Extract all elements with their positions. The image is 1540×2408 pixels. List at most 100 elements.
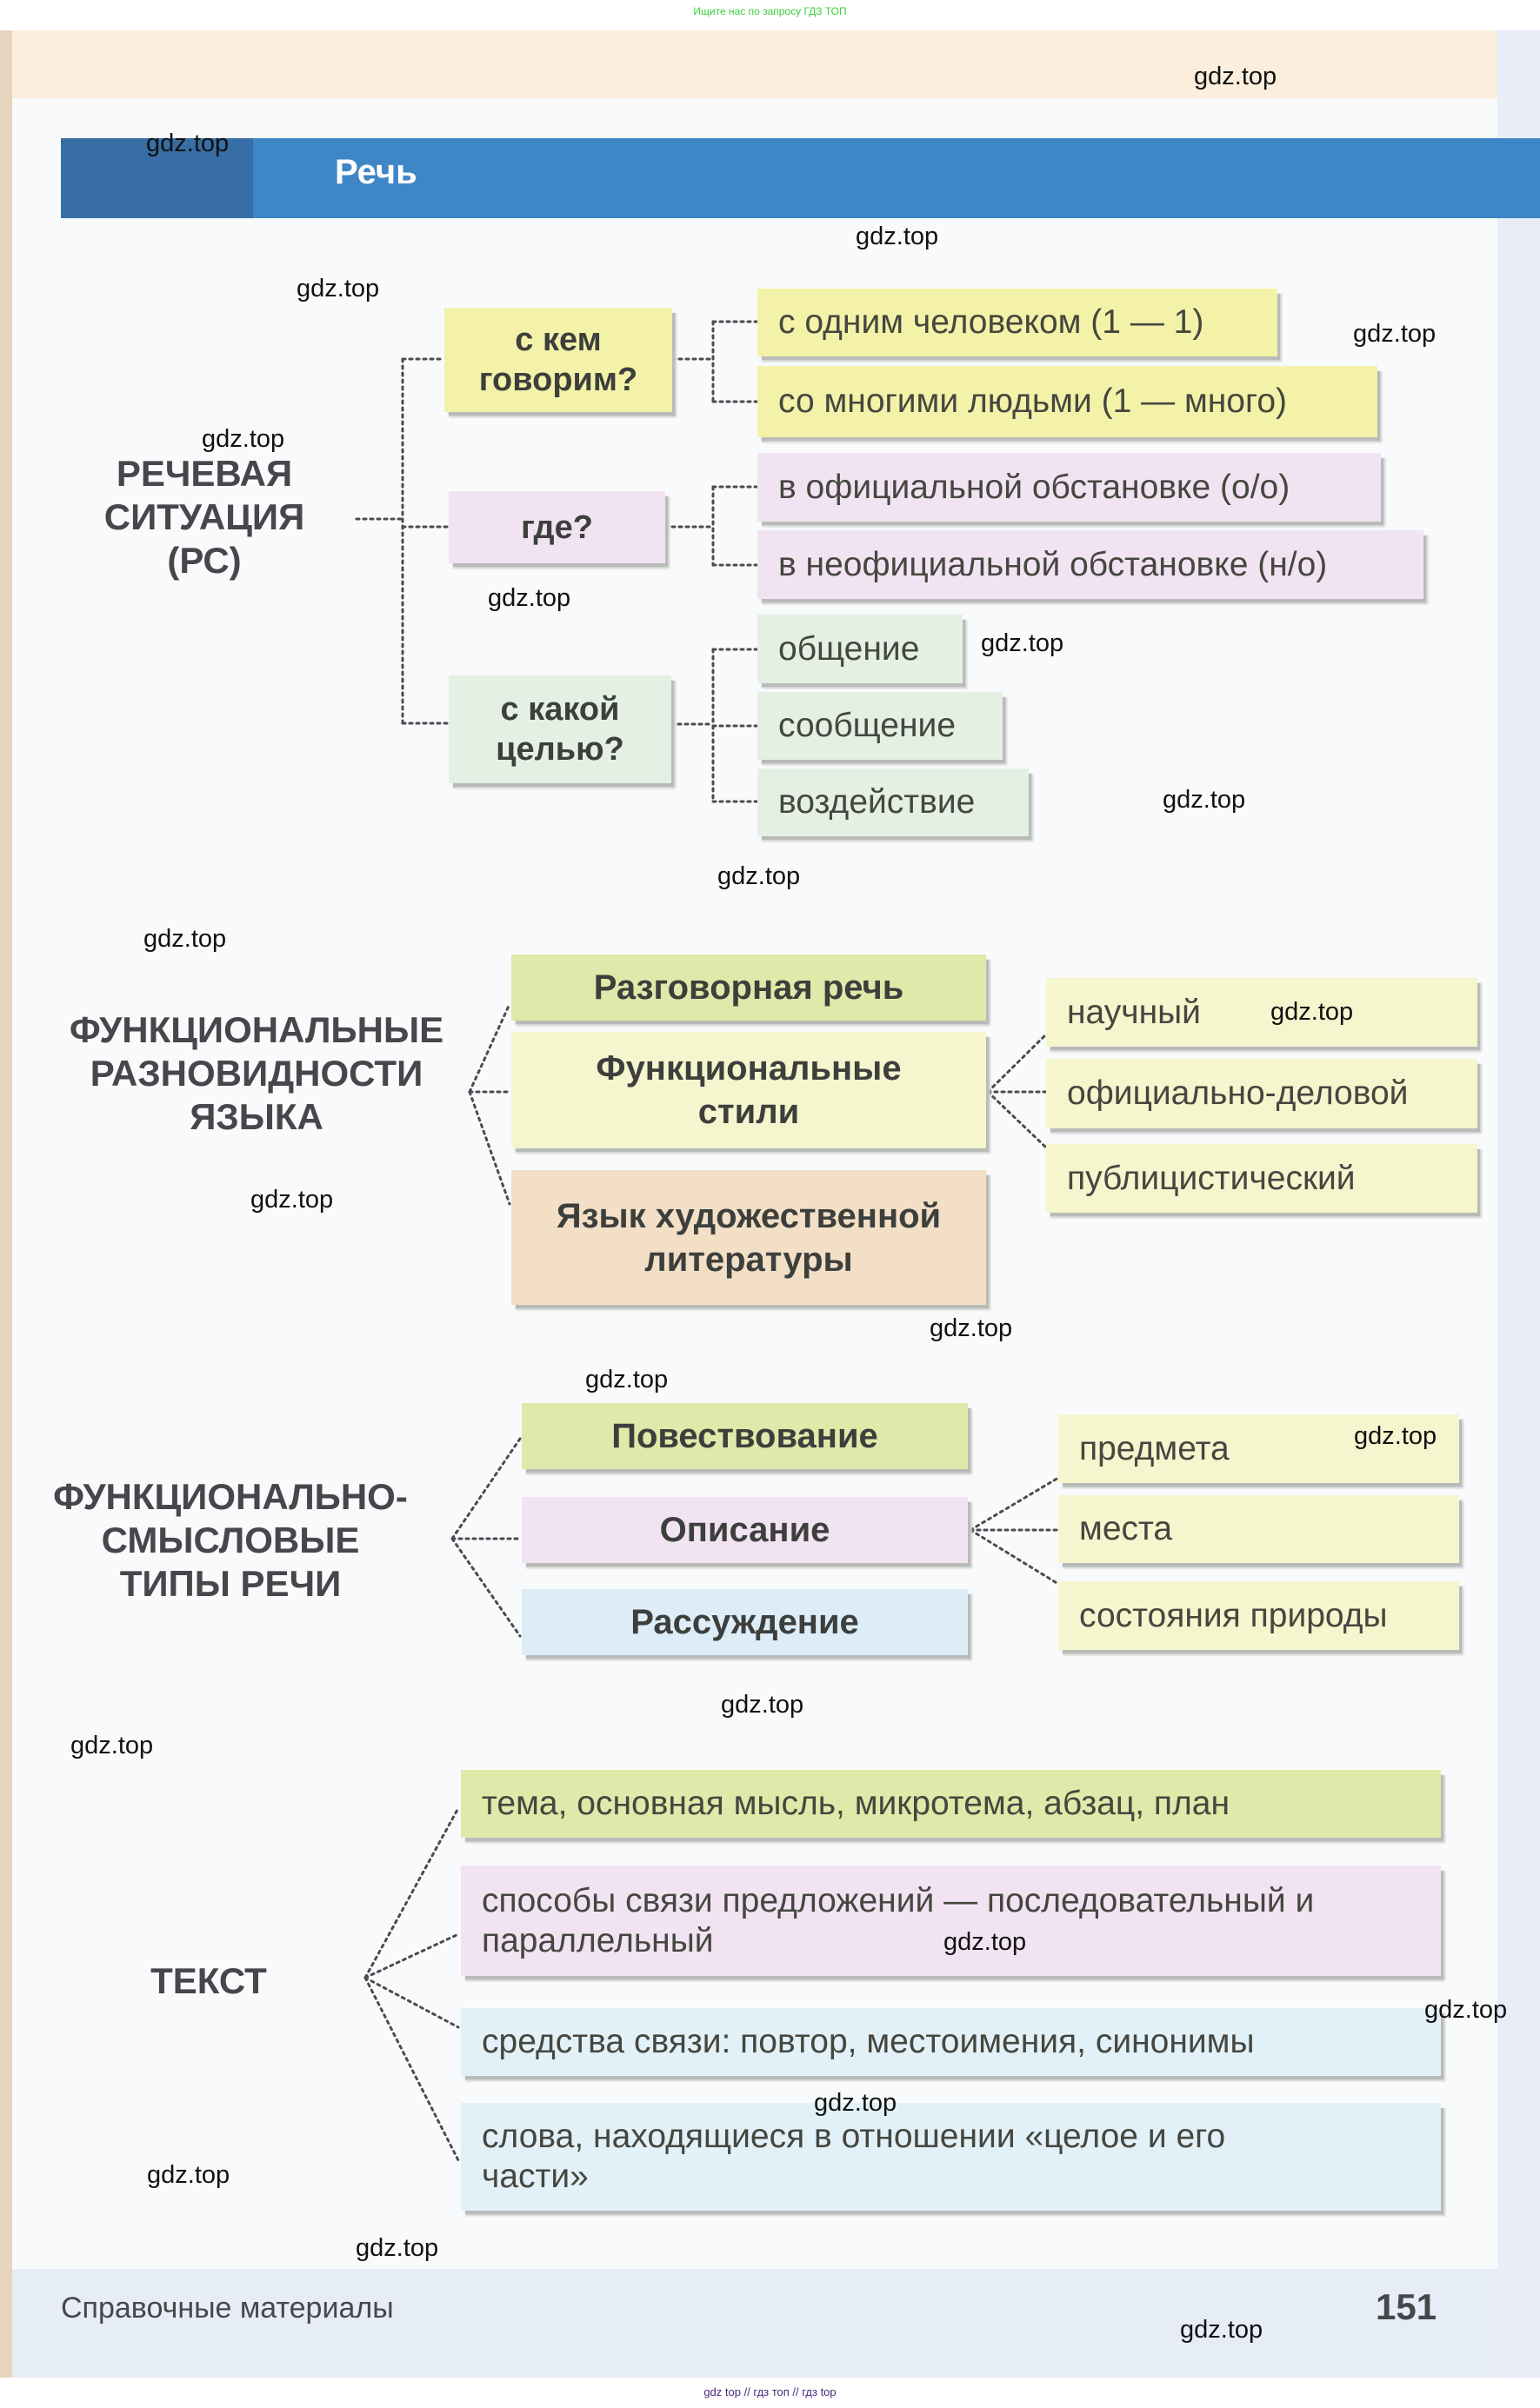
variety-colloquial: Разговорная речь <box>511 955 986 1021</box>
title-line: ТИПЫ РЕЧИ <box>119 1563 342 1604</box>
bottom-banner-note: gdz top // гдз топ // гдз top <box>703 2385 837 2398</box>
watermark: gdz.top <box>981 629 1064 657</box>
text-item-content: тема, основная мысль, микротема, абзац, … <box>482 1785 1230 1822</box>
speech-situation-title: РЕЧЕВАЯ СИТУАЦИЯ (РС) <box>61 452 348 582</box>
section-header-title: Речь <box>335 153 417 191</box>
question-line: с кем <box>515 322 602 358</box>
answer-official-setting: в официальной обстановке (о/о) <box>757 453 1381 522</box>
watermark: gdz.top <box>943 1928 1027 1956</box>
description-text: предмета <box>1079 1429 1230 1467</box>
variety-label: Язык художественной <box>556 1196 942 1235</box>
watermark: gdz.top <box>147 2161 230 2189</box>
style-official-business: официально-деловой <box>1046 1059 1477 1128</box>
title-line: СИТУАЦИЯ <box>103 496 305 537</box>
functional-varieties-title: ФУНКЦИОНАЛЬНЫЕ РАЗНОВИДНОСТИ ЯЗЫКА <box>35 1008 478 1139</box>
watermark: gdz.top <box>250 1186 334 1214</box>
watermark: gdz.top <box>488 584 571 612</box>
watermark: gdz.top <box>585 1366 669 1394</box>
answer-text: общение <box>778 629 920 668</box>
watermark: gdz.top <box>1270 998 1354 1026</box>
section-header-marker <box>61 138 253 218</box>
description-nature-state: состояния природы <box>1058 1581 1459 1650</box>
title-line: ФУНКЦИОНАЛЬНО- <box>53 1476 408 1517</box>
description-text: состояния природы <box>1079 1596 1388 1634</box>
question-line: с какой <box>500 691 620 728</box>
text-item-whole-part-words: слова, находящиеся в отношении «целое и … <box>461 2103 1441 2211</box>
watermark: gdz.top <box>856 223 939 250</box>
variety-label: Функциональные <box>596 1049 902 1088</box>
watermark: gdz.top <box>1353 320 1437 348</box>
style-text: публицистический <box>1067 1159 1356 1197</box>
type-label: Описание <box>659 1511 830 1549</box>
page-footer <box>12 2269 1497 2378</box>
title-line: РАЗНОВИДНОСТИ <box>90 1053 423 1094</box>
watermark: gdz.top <box>70 1732 154 1759</box>
title-line: ЯЗЫКА <box>190 1096 323 1137</box>
top-banner-note: Ищите нас по запросу ГДЗ ТОП <box>693 5 847 17</box>
title-line: РЕЧЕВАЯ <box>116 453 293 494</box>
title-line: (РС) <box>167 540 242 581</box>
watermark: gdz.top <box>143 925 227 953</box>
answer-text: с одним человеком (1 — 1) <box>778 303 1204 341</box>
type-description: Описание <box>522 1497 968 1563</box>
page-number: 151 <box>1376 2286 1437 2327</box>
watermark: gdz.top <box>1424 1996 1508 2024</box>
answer-message: сообщение <box>757 692 1003 760</box>
text-item-connection-means: средства связи: повтор, местоимения, син… <box>461 2008 1441 2076</box>
answer-text: со многими людьми (1 — много) <box>778 382 1288 420</box>
answer-unofficial-setting: в неофициальной обстановке (н/о) <box>757 530 1423 599</box>
description-place: места <box>1058 1495 1459 1563</box>
watermark: gdz.top <box>1194 63 1277 90</box>
title-line: ФУНКЦИОНАЛЬНЫЕ <box>69 1009 444 1050</box>
variety-fiction-language: Язык художественной литературы <box>511 1170 986 1305</box>
text-item-content: способы связи предложений — последовател… <box>482 1881 1315 1959</box>
description-object: предмета <box>1058 1414 1459 1483</box>
style-text: научный <box>1067 993 1201 1031</box>
answer-many-people: со многими людьми (1 — много) <box>757 366 1377 437</box>
style-scientific: научный <box>1046 978 1477 1047</box>
text-item-connection-methods: способы связи предложений — последовател… <box>461 1866 1441 1976</box>
watermark: gdz.top <box>721 1691 804 1719</box>
page-top-band <box>12 30 1497 98</box>
answer-text: воздействие <box>778 783 976 821</box>
text-item-content: слова, находящиеся в отношении «целое и … <box>482 2118 1226 2195</box>
type-reasoning: Рассуждение <box>522 1589 968 1655</box>
question-purpose: с какой целью? <box>449 675 671 783</box>
footer-section-name: Справочные материалы <box>61 2292 394 2325</box>
variety-label: литературы <box>644 1240 853 1279</box>
page-left-edge <box>0 30 12 2378</box>
watermark: gdz.top <box>146 130 230 157</box>
watermark: gdz.top <box>814 2089 897 2117</box>
variety-label: стили <box>697 1093 800 1131</box>
text-title: ТЕКСТ <box>150 1960 267 2001</box>
watermark: gdz.top <box>297 275 380 303</box>
variety-label: Разговорная речь <box>593 968 904 1007</box>
text-item-content: средства связи: повтор, местоимения, син… <box>482 2023 1255 2060</box>
answer-text: в неофициальной обстановке (н/о) <box>778 545 1328 583</box>
answer-text: в официальной обстановке (о/о) <box>778 468 1290 506</box>
watermark: gdz.top <box>717 862 801 890</box>
watermark: gdz.top <box>202 425 285 453</box>
variety-functional-styles: Функциональные стили <box>511 1032 986 1148</box>
watermark: gdz.top <box>930 1314 1013 1342</box>
style-journalistic: публицистический <box>1046 1144 1477 1213</box>
answer-one-person: с одним человеком (1 — 1) <box>757 289 1277 356</box>
text-item-theme: тема, основная мысль, микротема, абзац, … <box>461 1770 1441 1838</box>
answer-influence: воздействие <box>757 768 1029 836</box>
page-right-gutter <box>1497 30 1540 2378</box>
type-label: Рассуждение <box>630 1603 859 1641</box>
speech-types-title: ФУНКЦИОНАЛЬНО- СМЫСЛОВЫЕ ТИПЫ РЕЧИ <box>26 1475 435 1606</box>
description-text: места <box>1079 1510 1173 1547</box>
section-header-bar <box>61 138 1540 218</box>
title-line: СМЫСЛОВЫЕ <box>101 1520 360 1560</box>
style-text: официально-деловой <box>1067 1074 1409 1112</box>
watermark: gdz.top <box>1180 2316 1263 2344</box>
watermark: gdz.top <box>1354 1422 1437 1450</box>
question-line: где? <box>521 509 593 546</box>
question-line: говорим? <box>478 362 638 398</box>
question-line: целью? <box>496 731 624 768</box>
answer-communication: общение <box>757 615 963 683</box>
answer-text: сообщение <box>778 707 957 744</box>
question-with-whom: с кем говорим? <box>444 308 672 412</box>
watermark: gdz.top <box>1163 786 1246 814</box>
